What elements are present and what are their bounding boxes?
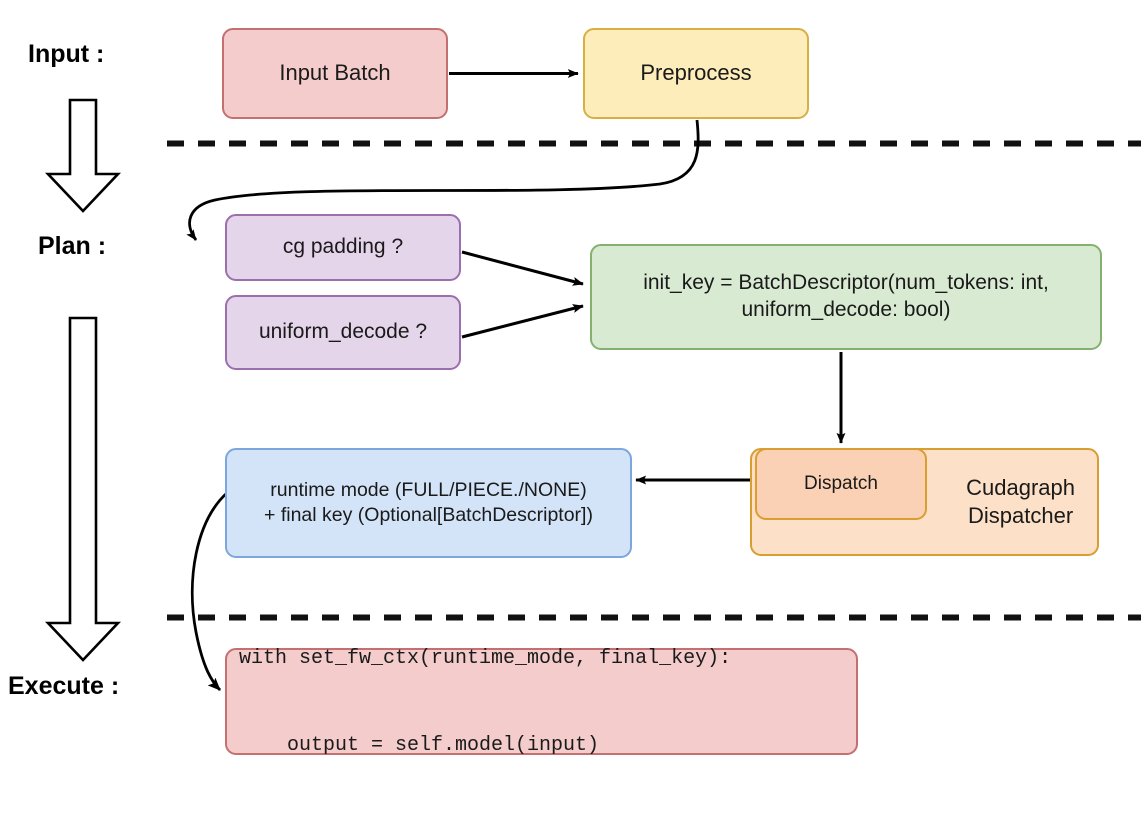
node-cg-padding-label: cg padding ? (282, 235, 404, 259)
node-dispatch[interactable]: Dispatch (755, 448, 927, 520)
node-input-batch-label: Input Batch (279, 60, 391, 86)
node-cg-padding[interactable]: cg padding ? (225, 214, 461, 281)
plan-to-execute-arrow (44, 316, 122, 662)
node-execute-code-line2: output = self.model(input) (239, 733, 600, 757)
node-runtime-mode[interactable]: runtime mode (FULL/PIECE./NONE) + final … (225, 448, 632, 558)
node-preprocess-label: Preprocess (640, 60, 752, 86)
node-dispatch-label: Dispatch (804, 472, 878, 494)
node-cudagraph-dispatcher-line1: Cudagraph (966, 474, 1075, 500)
edge-cg-padding-to-init-key (461, 250, 584, 286)
stage-label-plan: Plan : (38, 232, 107, 260)
node-init-key-line1: init_key = BatchDescriptor(num_tokens: i… (643, 271, 1049, 295)
node-runtime-mode-line1: runtime mode (FULL/PIECE./NONE) (270, 479, 587, 502)
node-execute-code[interactable]: with set_fw_ctx(runtime_mode, final_key)… (225, 647, 858, 757)
node-cudagraph-dispatcher-line2: Dispatcher (967, 503, 1074, 528)
stage-label-input: Input : (28, 40, 105, 68)
input-to-plan-arrow (44, 98, 122, 213)
diagram-canvas: Input : Plan : Execute : Input Batch Pre… (8, 28, 1141, 757)
node-input-batch[interactable]: Input Batch (222, 28, 448, 119)
node-runtime-mode-line2: + final key (Optional[BatchDescriptor]) (264, 504, 593, 526)
stage-label-execute: Execute : (8, 672, 120, 700)
node-preprocess[interactable]: Preprocess (583, 28, 809, 119)
node-uniform-decode[interactable]: uniform_decode ? (225, 295, 461, 370)
node-init-key[interactable]: init_key = BatchDescriptor(num_tokens: i… (590, 244, 1102, 350)
node-execute-code-line1: with set_fw_ctx(runtime_mode, final_key)… (239, 646, 732, 670)
node-init-key-line2: uniform_decode: bool) (741, 298, 951, 321)
edge-uniform-decode-to-init-key (461, 304, 584, 339)
edge-runtime-mode-to-execute-code (190, 490, 229, 691)
node-uniform-decode-label: uniform_decode ? (258, 320, 428, 344)
